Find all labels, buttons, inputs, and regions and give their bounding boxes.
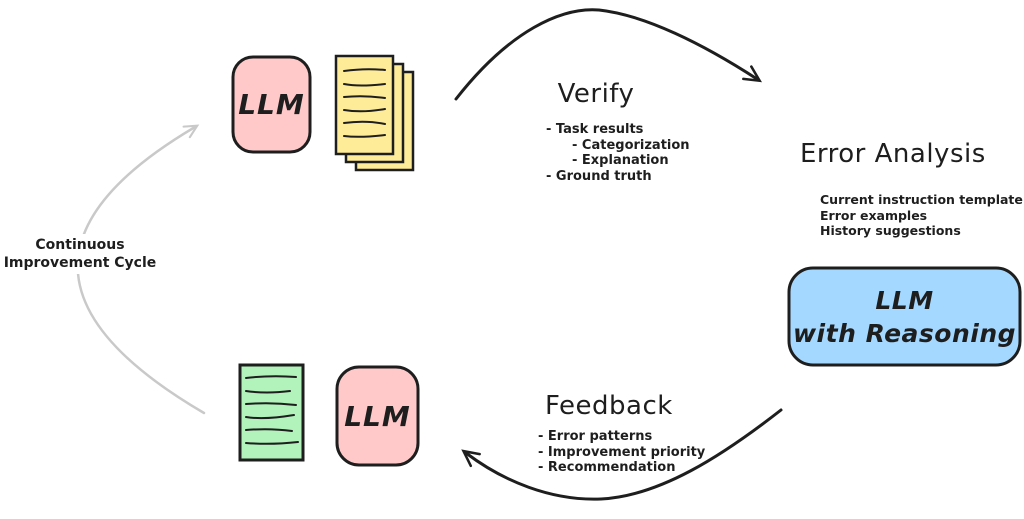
error-analysis-item: Error examples: [820, 207, 928, 223]
feedback-item: - Recommendation: [538, 460, 676, 475]
verify-title: Verify: [557, 79, 635, 109]
error-analysis-item: Current instruction template: [820, 192, 1023, 207]
error-analysis-items: Current instruction template Error examp…: [820, 192, 1023, 239]
feedback-arrow: [461, 408, 783, 501]
llm-reasoning-label: LLM with Reasoning: [792, 285, 1017, 348]
feedback-title: Feedback: [545, 391, 673, 421]
error-analysis-title: Error Analysis: [800, 139, 986, 169]
verify-items: - Task results - Categorization - Explan…: [546, 122, 690, 184]
feedback-item: - Improvement priority: [538, 444, 706, 460]
document-icon-green: [238, 363, 305, 462]
verify-item: - Ground truth: [546, 168, 652, 184]
cycle-label: Continuous Improvement Cycle: [0, 234, 160, 274]
document-stack-icon: [334, 54, 415, 172]
llm-top-label: LLM: [238, 88, 305, 121]
error-analysis-item: History suggestions: [820, 223, 961, 238]
llm-reasoning-node: [787, 266, 1022, 367]
llm-node-bottom: [335, 365, 420, 467]
verify-item: - Task results: [546, 122, 644, 137]
verify-item: - Categorization: [572, 137, 690, 153]
llm-node-top: [231, 55, 312, 154]
feedback-items: - Error patterns - Improvement priority …: [538, 429, 705, 476]
feedback-item: - Error patterns: [538, 429, 653, 444]
verify-item: - Explanation: [572, 153, 669, 168]
verify-arrow: [454, 8, 763, 101]
llm-bottom-label: LLM: [344, 399, 411, 433]
